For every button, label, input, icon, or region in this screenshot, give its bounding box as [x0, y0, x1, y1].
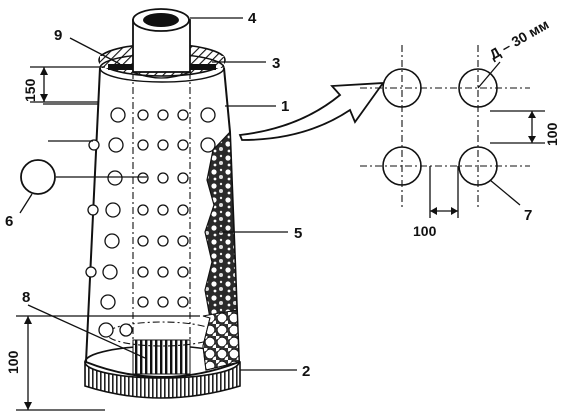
detail-hole [382, 68, 422, 108]
hole-pattern-detail: 100 100 Д – 30 мм [360, 16, 560, 239]
label-8: 8 [22, 289, 30, 306]
perforation-holes [85, 107, 216, 338]
dimension-bottom-height: 100 [5, 315, 200, 411]
detail-arrow [238, 81, 385, 141]
detail-hole [458, 146, 498, 186]
label-6: 6 [5, 213, 13, 230]
top-section [98, 8, 226, 83]
label-1: 1 [281, 98, 289, 115]
dim-150: 150 [22, 78, 38, 102]
filter-media-cutaway [202, 130, 240, 371]
label-3: 3 [272, 55, 280, 72]
detail-hole [382, 146, 422, 186]
hole-detail-circle [20, 159, 56, 195]
dim-100-horizontal: 100 [413, 223, 437, 239]
dim-100-bottom: 100 [5, 350, 21, 374]
label-7: 7 [524, 207, 532, 224]
label-9: 9 [54, 27, 62, 44]
dimension-top-collar: 150 [22, 66, 105, 103]
label-2: 2 [302, 363, 310, 380]
dim-100-vertical: 100 [544, 122, 560, 146]
leader-lines [19, 17, 297, 371]
dim-diameter: Д – 30 мм [487, 16, 552, 63]
label-4: 4 [248, 10, 257, 27]
label-5: 5 [294, 225, 302, 242]
detail-hole [458, 68, 498, 108]
